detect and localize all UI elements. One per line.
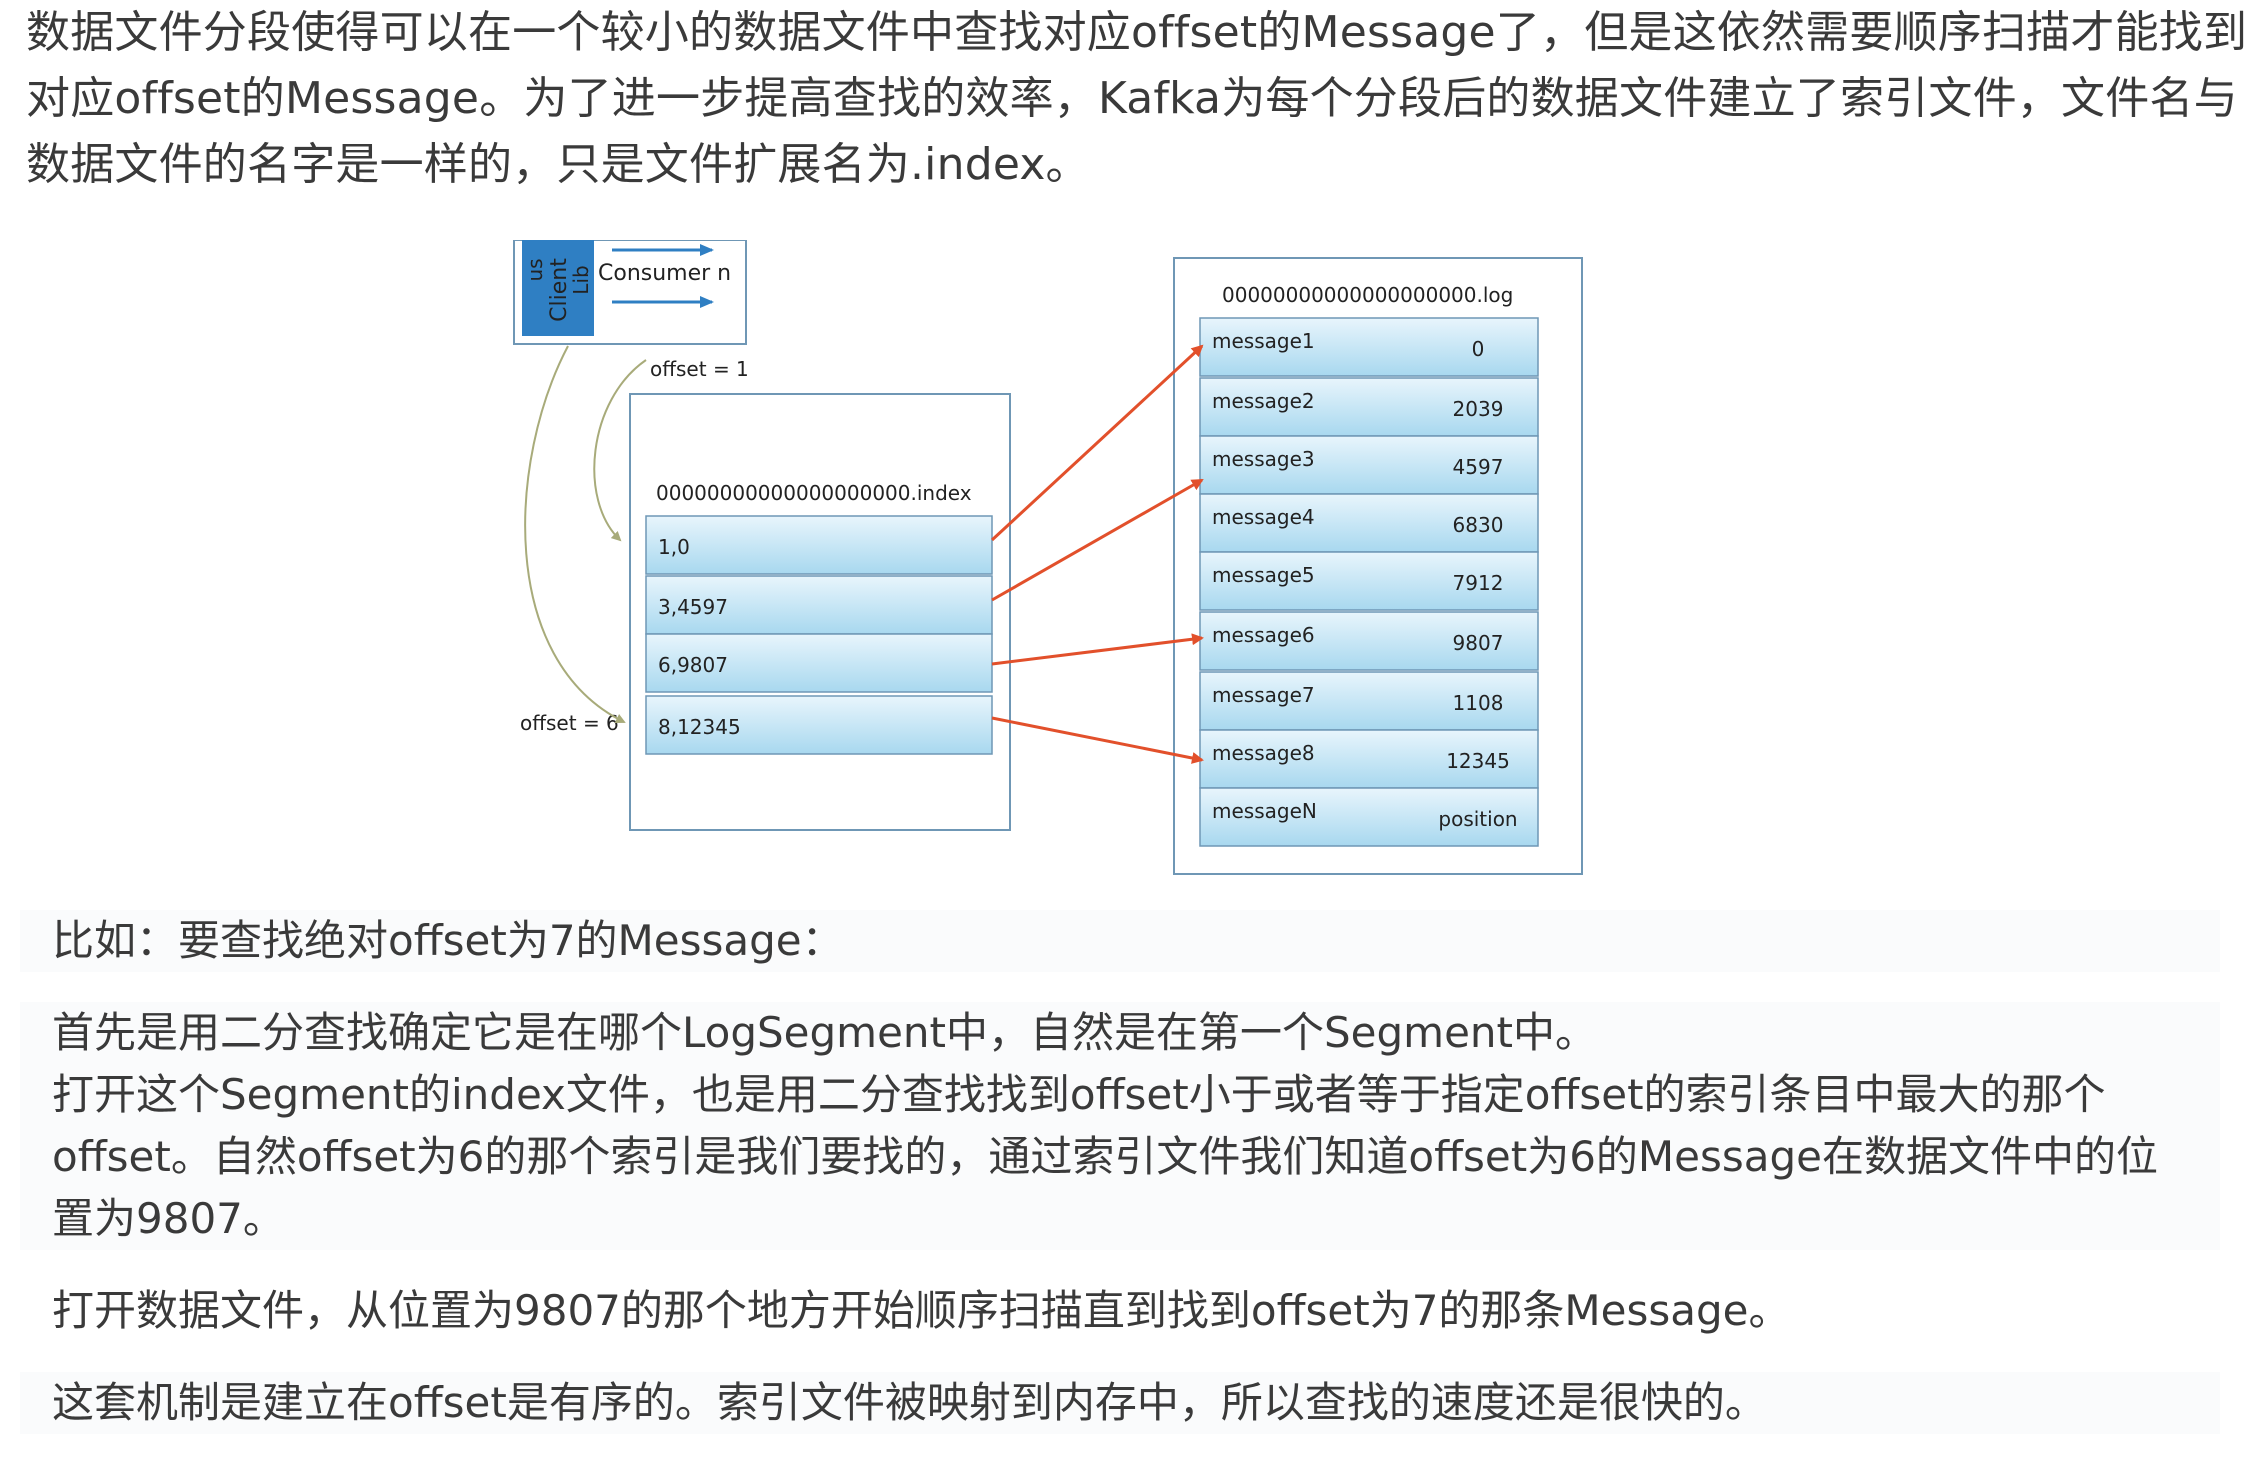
explanation-section: 比如：要查找绝对offset为7的Message： 首先是用二分查找确定它是在哪… <box>20 910 2220 1464</box>
index-row: 3,4597 <box>645 575 993 635</box>
index-cell <box>645 575 993 635</box>
log-message-position: 2039 <box>1453 397 1504 421</box>
client-lib-block <box>522 240 594 336</box>
us-label: us <box>523 258 547 281</box>
index-cell <box>645 695 993 755</box>
index-row: 6,9807 <box>645 633 993 693</box>
intro-paragraph: 数据文件分段使得可以在一个较小的数据文件中查找对应offset的Message了… <box>26 0 2248 198</box>
log-row: message2 2039 <box>1199 377 1539 437</box>
arrow-index-2 <box>991 478 1204 602</box>
log-cell <box>1199 671 1539 731</box>
step-2-line-2: offset。自然offset为6的那个索引是我们要找的，通过索引文件我们知道o… <box>52 1132 2158 1181</box>
log-message-position: 9807 <box>1453 631 1504 655</box>
conclusion-paragraph: 这套机制是建立在offset是有序的。索引文件被映射到内存中，所以查找的速度还是… <box>20 1372 2220 1434</box>
index-file-name: 00000000000000000000.index <box>656 481 972 505</box>
log-message-position: 6830 <box>1453 513 1504 537</box>
consumer-label: Consumer n <box>598 261 731 286</box>
log-message-position: position <box>1438 807 1517 831</box>
log-message-name: message6 <box>1212 623 1315 647</box>
log-row: message5 7912 <box>1199 551 1539 611</box>
index-entry: 3,4597 <box>658 595 728 619</box>
log-message-name: message8 <box>1212 741 1315 765</box>
diagram-svg: Client Lib us Consumer n offset = 1 offs… <box>513 240 1583 875</box>
log-message-name: message2 <box>1212 389 1315 413</box>
log-cell <box>1199 493 1539 553</box>
log-message-name: message5 <box>1212 563 1315 587</box>
log-message-name: message7 <box>1212 683 1315 707</box>
example-heading: 比如：要查找绝对offset为7的Message： <box>20 910 2220 972</box>
log-message-position: 12345 <box>1446 749 1510 773</box>
log-row: message1 0 <box>1199 317 1539 377</box>
log-file-name: 00000000000000000000.log <box>1222 283 1513 307</box>
offset-6-label: offset = 6 <box>520 711 619 735</box>
index-entry: 6,9807 <box>658 653 728 677</box>
arrow-index-1 <box>990 344 1204 542</box>
curve-offset-1 <box>593 359 647 542</box>
log-message-name: message4 <box>1212 505 1315 529</box>
log-cell <box>1199 435 1539 495</box>
kafka-index-diagram: Client Lib us Consumer n offset = 1 offs… <box>508 240 1598 880</box>
log-message-position: 4597 <box>1453 455 1504 479</box>
log-cell <box>1199 551 1539 611</box>
log-message-name: message1 <box>1212 329 1315 353</box>
log-message-position: 0 <box>1472 337 1485 361</box>
intro-line-2: 对应offset的Message。为了进一步提高查找的效率，Kafka为每个分段… <box>26 73 2238 124</box>
log-row: message3 4597 <box>1199 435 1539 495</box>
log-cell <box>1199 611 1539 671</box>
lib-label: Lib <box>569 265 593 294</box>
log-cell <box>1199 377 1539 437</box>
client-label: Client <box>547 258 572 322</box>
step-2-line-1: 打开这个Segment的index文件，也是用二分查找找到offset小于或者等… <box>52 1070 2106 1119</box>
log-row: messageN position <box>1199 787 1539 847</box>
arrow-index-3 <box>991 633 1204 666</box>
intro-line-1: 数据文件分段使得可以在一个较小的数据文件中查找对应offset的Message了… <box>26 7 2248 58</box>
intro-line-3: 数据文件的名字是一样的，只是文件扩展名为.index。 <box>26 139 1090 190</box>
step-3-paragraph: 打开数据文件，从位置为9807的那个地方开始顺序扫描直到找到offset为7的那… <box>52 1286 1791 1335</box>
offset-1-label: offset = 1 <box>650 357 749 381</box>
step-2-line-3: 置为9807。 <box>52 1194 285 1243</box>
log-message-name: messageN <box>1212 799 1317 823</box>
log-message-position: 1108 <box>1453 691 1504 715</box>
log-row: message7 1108 <box>1199 671 1539 731</box>
log-message-name: message3 <box>1212 447 1315 471</box>
log-row: message8 12345 <box>1199 729 1539 789</box>
index-entry: 8,12345 <box>658 715 741 739</box>
index-cell <box>645 515 993 575</box>
step-1-line: 首先是用二分查找确定它是在哪个LogSegment中，自然是在第一个Segmen… <box>52 1008 1598 1057</box>
curve-offset-6 <box>524 345 626 723</box>
log-message-position: 7912 <box>1453 571 1504 595</box>
log-row: message6 9807 <box>1199 611 1539 671</box>
log-row: message4 6830 <box>1199 493 1539 553</box>
index-row: 1,0 <box>645 515 993 575</box>
index-entry: 1,0 <box>658 535 690 559</box>
log-cell <box>1199 787 1539 847</box>
index-cell <box>645 633 993 693</box>
arrow-index-4 <box>991 716 1204 764</box>
index-row: 8,12345 <box>645 695 993 755</box>
steps-paragraph: 首先是用二分查找确定它是在哪个LogSegment中，自然是在第一个Segmen… <box>20 1002 2220 1250</box>
